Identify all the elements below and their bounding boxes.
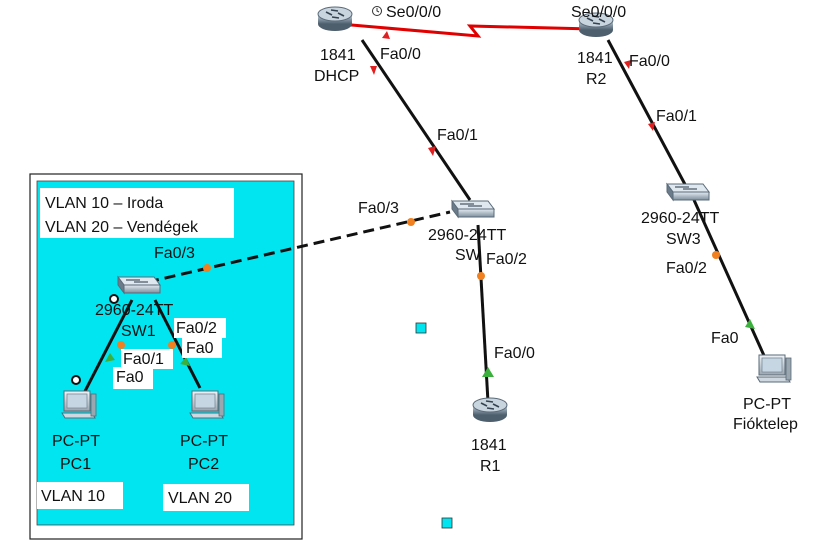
cyan-note-marker [415,322,427,334]
pc2-pc[interactable]: PC-PT PC2 [180,390,228,473]
sw-switch[interactable]: 2960-24TT SW [428,200,506,264]
port-label-sw3-fa01: Fa0/1 [656,108,697,125]
dhcp-router-name: DHCP [314,68,359,85]
vlan20-note: VLAN 20 [168,490,232,507]
link-sw1-pc1[interactable] [80,299,134,398]
port-marker-r2-fa [624,60,631,69]
port-label-sw1-fa01-box [121,349,173,369]
port-marker-sw-fa02 [477,272,485,280]
pc1-pc[interactable]: PC-PT PC1 [52,390,100,473]
port-label-dhcp-se: Se0/0/0 [386,4,441,21]
switch-icon [666,183,710,201]
port-marker-sw-fa03 [407,218,415,226]
pc2-model: PC-PT [180,433,228,450]
cyan-note-marker [441,517,453,529]
link-sw3-fioktelep[interactable] [692,199,768,361]
vlan10-note-box [37,482,123,509]
port-label-sw3-fa02: Fa0/2 [666,260,707,277]
port-marker-r1-fa00 [482,367,494,377]
port-label-r2-se: Se0/0/0 [571,4,626,21]
pc1-status-ring [71,375,81,385]
port-marker-fiok-fa0 [745,319,755,329]
vlan-legend-line1: VLAN 10 – Iroda [45,195,163,212]
port-label-fiok-fa0: Fa0 [711,330,739,347]
pc1-name: PC1 [60,456,91,473]
serial-link-dhcp-r2[interactable] [339,22,593,38]
port-label-sw1-fa01: Fa0/1 [123,351,164,368]
r2-router-name: R2 [586,71,607,88]
pc-icon [61,390,97,419]
vlan20-note-box [163,484,249,511]
link-sw1-pc2[interactable] [153,299,202,389]
port-label-pc2-fa0: Fa0 [186,340,214,357]
port-label-pc1-fa0: Fa0 [116,369,144,386]
switch-icon [451,200,495,218]
pc-icon [189,390,225,419]
port-label-pc1-fa0-box [113,367,153,389]
sw3-switch-model: 2960-24TT [641,210,719,227]
port-label-pc2-fa0-box [182,338,222,358]
port-label-r2-fa: Fa0/0 [629,53,670,70]
vlan10-note: VLAN 10 [41,488,105,505]
pc1-model: PC-PT [52,433,100,450]
port-marker-sw3-fa02 [712,251,720,259]
dhcp-router-model: 1841 [320,47,356,64]
r2-router[interactable]: 1841 R2 [577,12,614,88]
link-r2-sw3[interactable] [606,39,690,191]
vlan-legend-box [40,188,234,238]
port-marker-dhcp-se [382,31,390,39]
sw1-status-ring [109,294,119,304]
port-marker-sw3-fa01 [648,122,655,131]
r1-router-name: R1 [480,458,501,475]
port-label-sw-fa01: Fa0/1 [437,127,478,144]
dhcp-router[interactable]: 1841 DHCP [314,6,359,85]
pc-icon [756,354,792,383]
port-label-dhcp-fa: Fa0/0 [380,46,421,63]
trunk-link-sw1-sw[interactable] [147,210,451,284]
port-label-sw1-fa02-box [174,318,226,338]
sw-switch-name: SW [455,247,482,264]
clock-icon [372,6,382,16]
router-icon [317,6,353,32]
sw3-switch[interactable]: 2960-24TT SW3 [641,183,719,248]
port-marker-sw-fa01 [428,146,436,156]
fioktelep-name: Fióktelep [733,416,798,433]
port-marker-pc2-fa0 [180,357,190,366]
sw1-switch-model: 2960-24TT [95,302,173,319]
port-label-sw1-fa03: Fa0/3 [154,245,195,262]
port-marker-sw1-fa02 [168,341,176,349]
r1-router-model: 1841 [471,437,507,454]
port-marker-sw1-fa03 [203,264,211,272]
vlan-legend-line2: VLAN 20 – Vendégek [45,219,199,236]
port-label-sw-fa02: Fa0/2 [486,251,527,268]
sw1-switch-name: SW1 [121,323,156,340]
port-label-sw-fa03: Fa0/3 [358,200,399,217]
sw1-switch[interactable]: 2960-24TT SW1 [95,276,173,340]
pc2-name: PC2 [188,456,219,473]
fioktelep-model: PC-PT [743,396,791,413]
router-icon [472,397,508,423]
switch-icon [117,276,161,294]
fioktelep-pc[interactable]: PC-PT Fióktelep [733,354,798,433]
port-label-sw1-fa02: Fa0/2 [176,320,217,337]
port-marker-sw1-fa01 [117,341,125,349]
link-dhcp-sw[interactable] [360,39,472,201]
sw3-switch-name: SW3 [666,231,701,248]
port-label-r1-fa00: Fa0/0 [494,345,535,362]
r1-router[interactable]: 1841 R1 [471,397,508,475]
r2-router-model: 1841 [577,50,613,67]
port-marker-pc1-fa0 [105,353,115,362]
sw-switch-model: 2960-24TT [428,227,506,244]
port-marker-dhcp-fa [370,66,377,75]
